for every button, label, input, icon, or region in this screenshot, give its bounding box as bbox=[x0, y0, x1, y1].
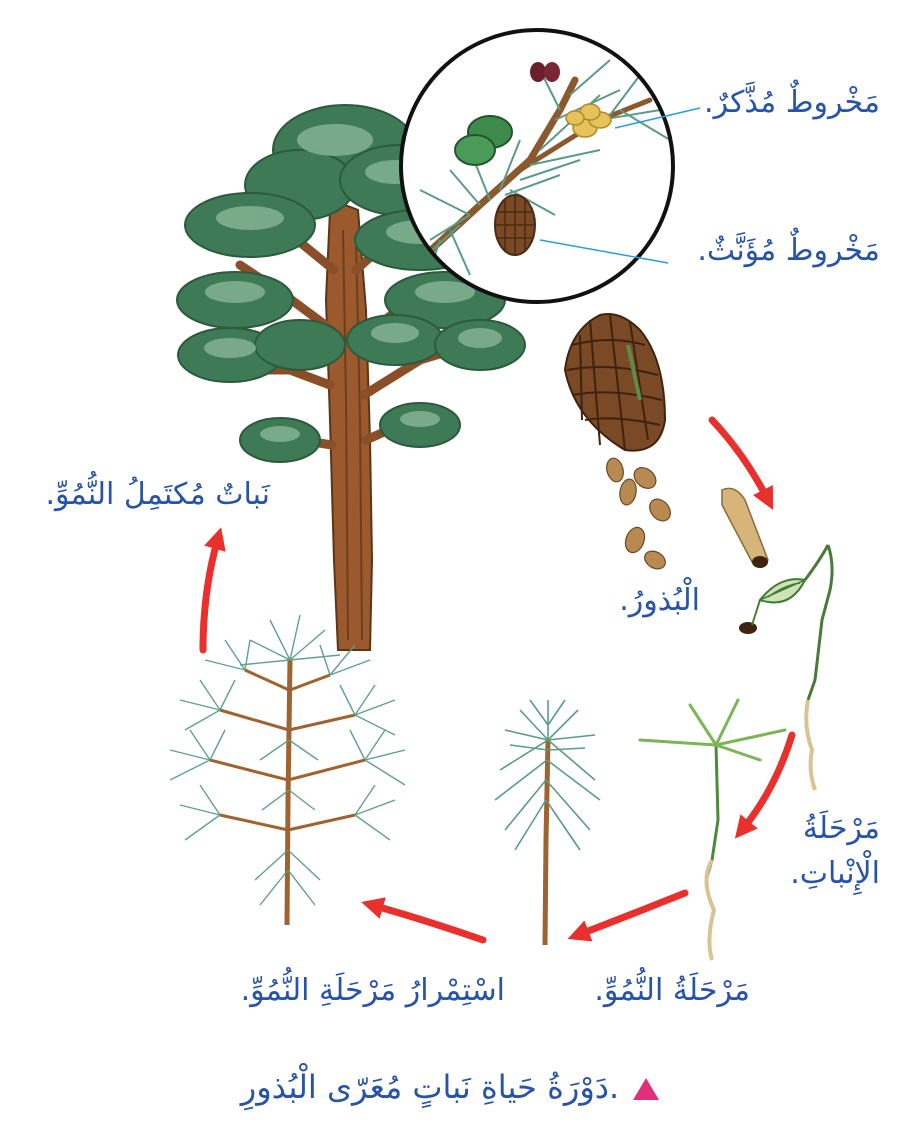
winged-seed-illustration bbox=[722, 488, 768, 568]
caption-triangle-icon bbox=[633, 1078, 659, 1100]
arrow-continued-to-mature bbox=[203, 538, 218, 650]
germination-stage-label-line2: الْإِنْباتِ. bbox=[790, 855, 880, 893]
arrow-growth-to-continued bbox=[372, 905, 483, 940]
seeds-illustration bbox=[604, 456, 674, 572]
cone-closeup-circle bbox=[401, 30, 673, 302]
germination-stage-label-line1: مَرْحَلَةُ bbox=[803, 810, 880, 848]
growth-stage-label: مَرْحَلَةُ النُّمُوِّ. bbox=[594, 972, 750, 1010]
figure-caption: دَوْرَةُ حَياةِ نَباتٍ مُعَرّى الْبُذورِ… bbox=[0, 1068, 900, 1106]
arrow-sprout-to-growth bbox=[578, 893, 685, 935]
continued-growth-label: اسْتِمْرارُ مَرْحَلَةِ النُّمُوِّ. bbox=[241, 972, 505, 1010]
young-seedling-illustration bbox=[640, 700, 785, 960]
arrow-cone-to-seedling bbox=[712, 420, 768, 500]
male-cone-label: مَخْروطٌ مُذَّكرٌ. bbox=[704, 84, 880, 122]
growing-pine-illustration bbox=[495, 700, 600, 945]
arrow-germination-to-sprout bbox=[742, 735, 792, 830]
caption-text: دَوْرَةُ حَياةِ نَباتٍ مُعَرّى الْبُذورِ… bbox=[241, 1068, 619, 1106]
larger-pine-sapling-illustration bbox=[170, 615, 405, 925]
mature-plant-label: نَباتٌ مُكتَمِلُ النُّمُوِّ. bbox=[45, 476, 270, 514]
large-pine-cone-illustration bbox=[565, 314, 665, 451]
seeds-label: الْبُذورُ. bbox=[619, 582, 700, 620]
female-cone-label: مَخْروطٌ مُؤَنَّثٌ. bbox=[697, 232, 880, 270]
